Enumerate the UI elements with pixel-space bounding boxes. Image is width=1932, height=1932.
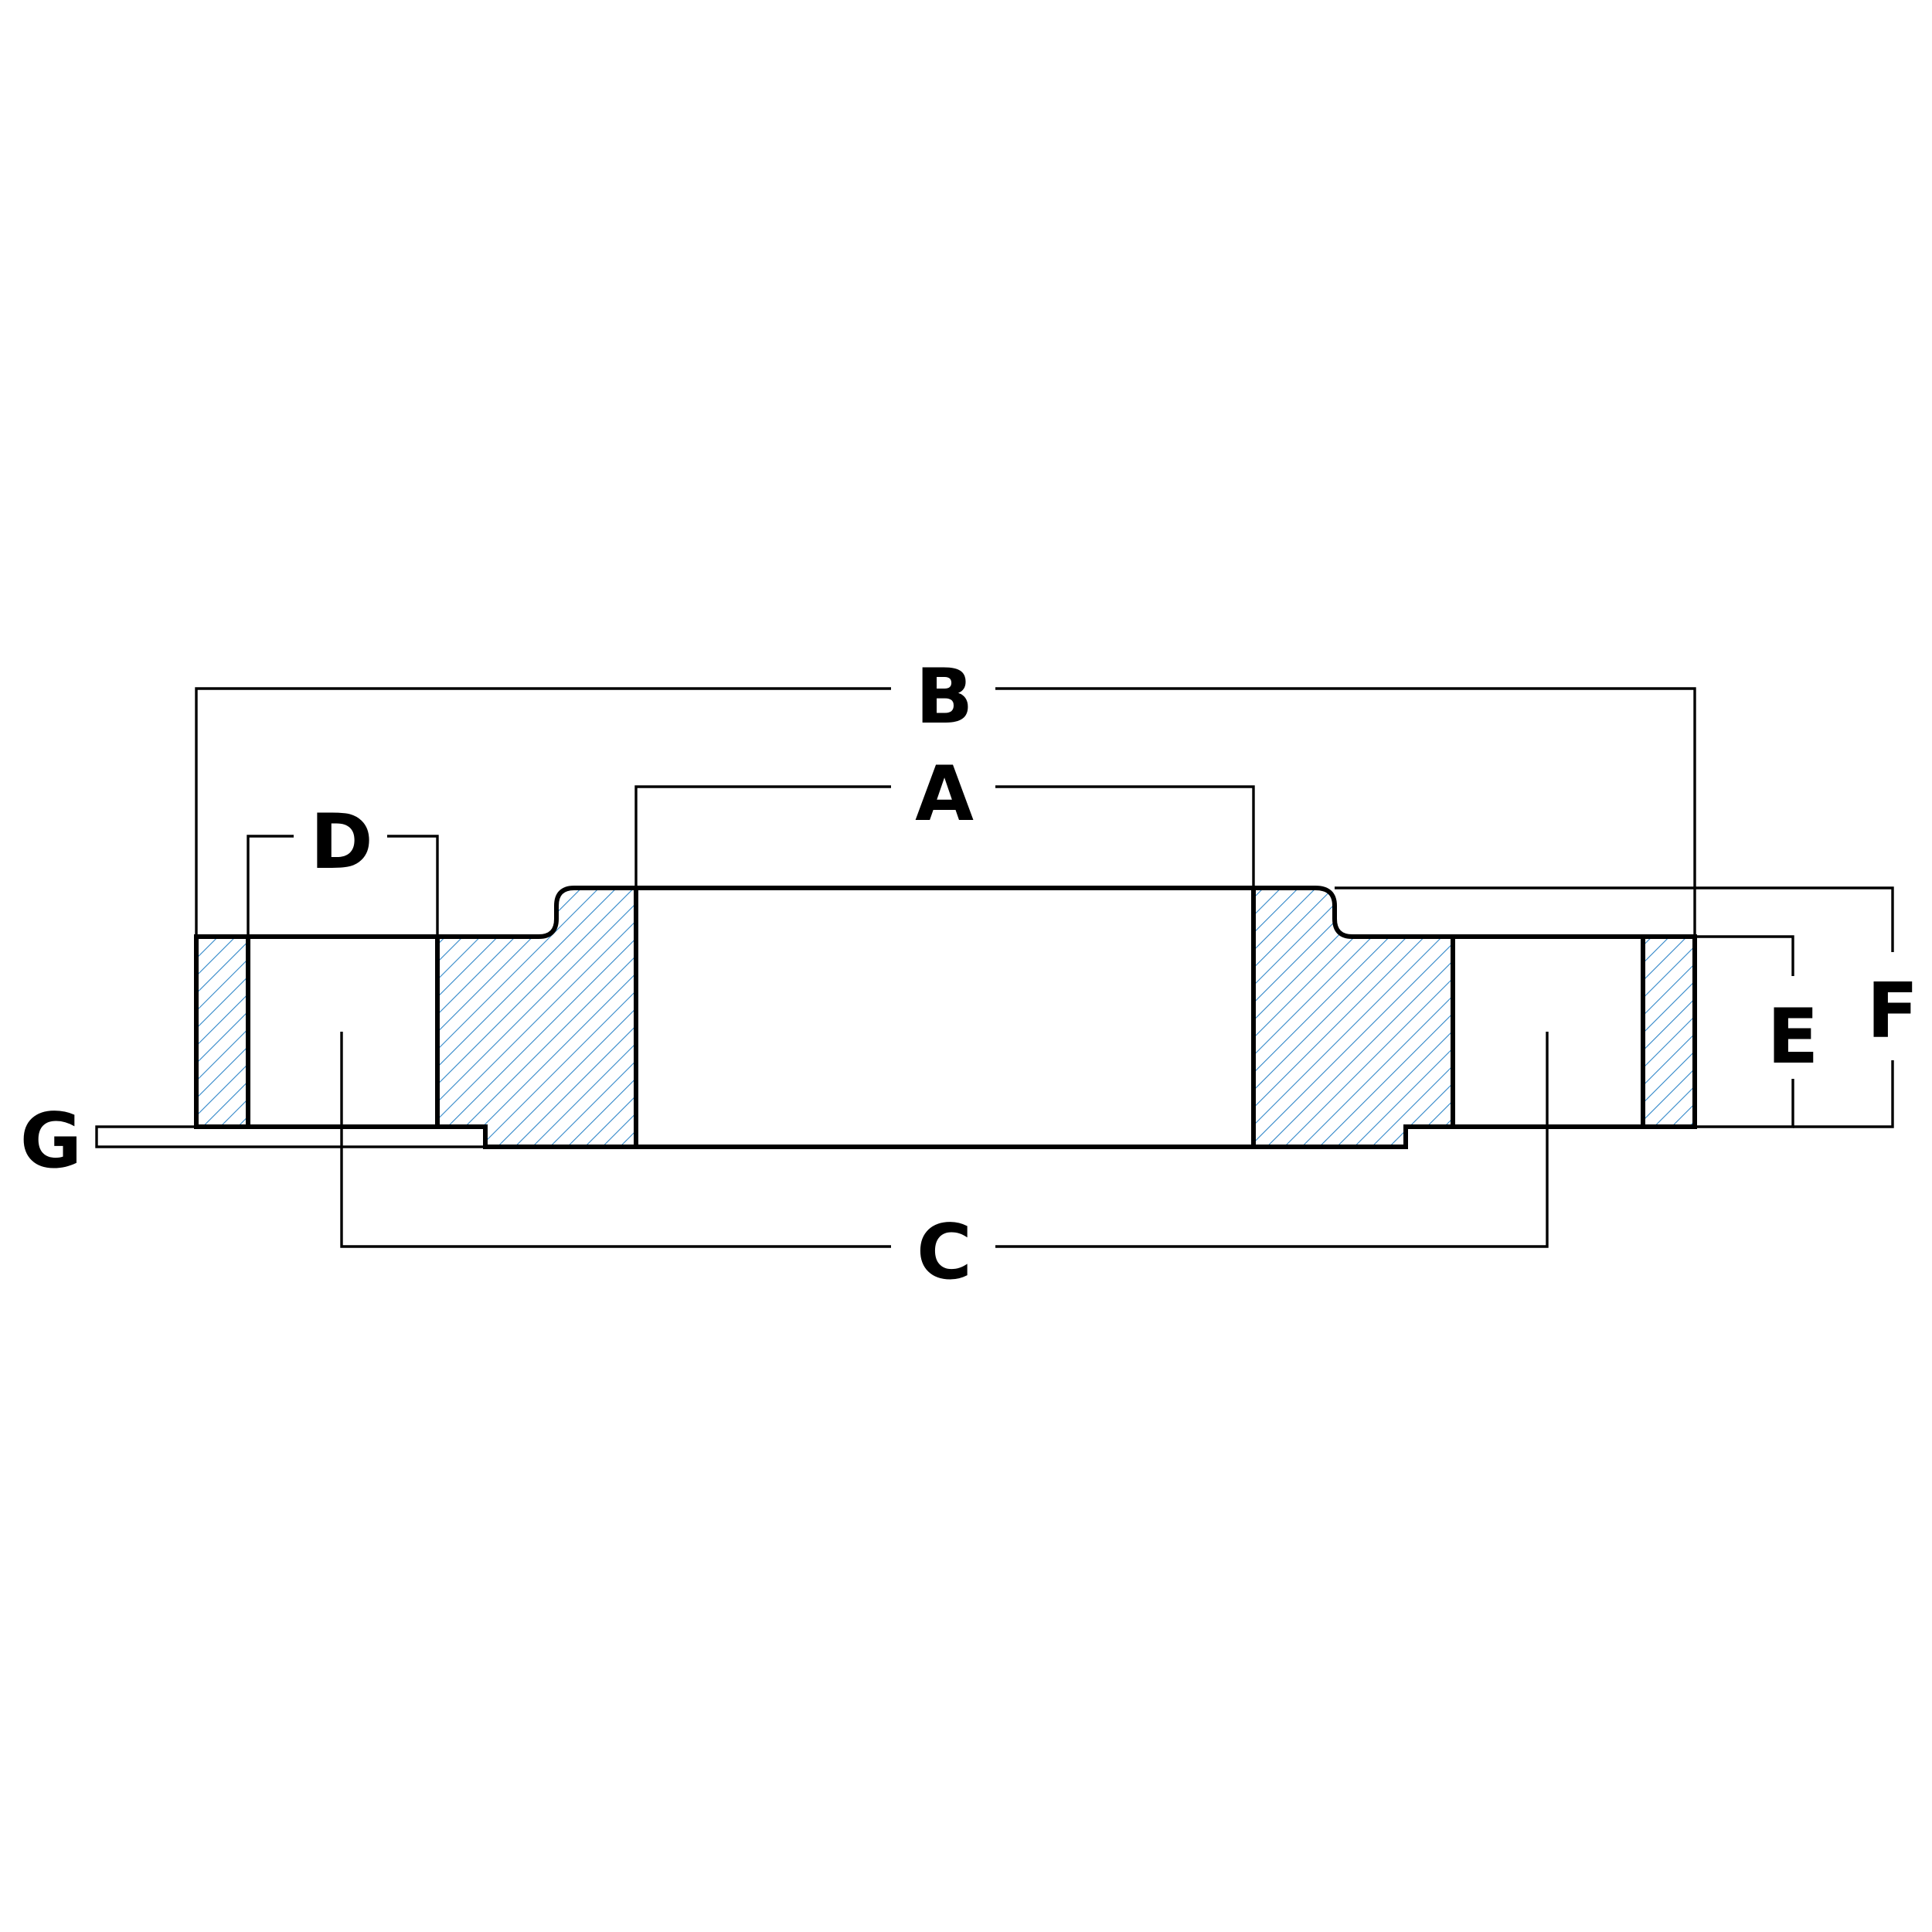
dimension-f-top [1335, 886, 1894, 952]
hatched-sections [196, 888, 1695, 1147]
outer-profile [194, 886, 1697, 1149]
flange-outline [194, 886, 1697, 1149]
label-d: D [310, 798, 372, 886]
dimension-e-bottom [1695, 1079, 1794, 1128]
label-c: C [917, 1209, 972, 1297]
label-a: A [915, 750, 974, 838]
dimension-c-right [995, 1032, 1549, 1248]
dimension-labels: B A D C E F G [20, 653, 1919, 1297]
dimension-d-right [387, 835, 439, 937]
right-hub-section [1253, 888, 1453, 1147]
dimension-b-left [195, 687, 891, 937]
dimension-a-left [634, 785, 891, 888]
left-hub-section [437, 888, 636, 1147]
gasket-plate [95, 1125, 487, 1148]
dimension-c-left [340, 1032, 891, 1248]
dimension-d-left [247, 835, 294, 937]
label-f: F [1867, 968, 1919, 1056]
left-outer-section [196, 937, 248, 1127]
dimension-lines [195, 687, 1894, 1248]
label-b: B [916, 653, 974, 741]
label-e: E [1767, 993, 1819, 1081]
dimension-a-right [995, 785, 1255, 888]
dimension-e-top [1695, 935, 1794, 976]
label-g: G [20, 1097, 82, 1185]
right-outer-section [1643, 937, 1695, 1127]
dimension-b-right [995, 687, 1696, 937]
dimension-f-bottom [1793, 1060, 1894, 1128]
